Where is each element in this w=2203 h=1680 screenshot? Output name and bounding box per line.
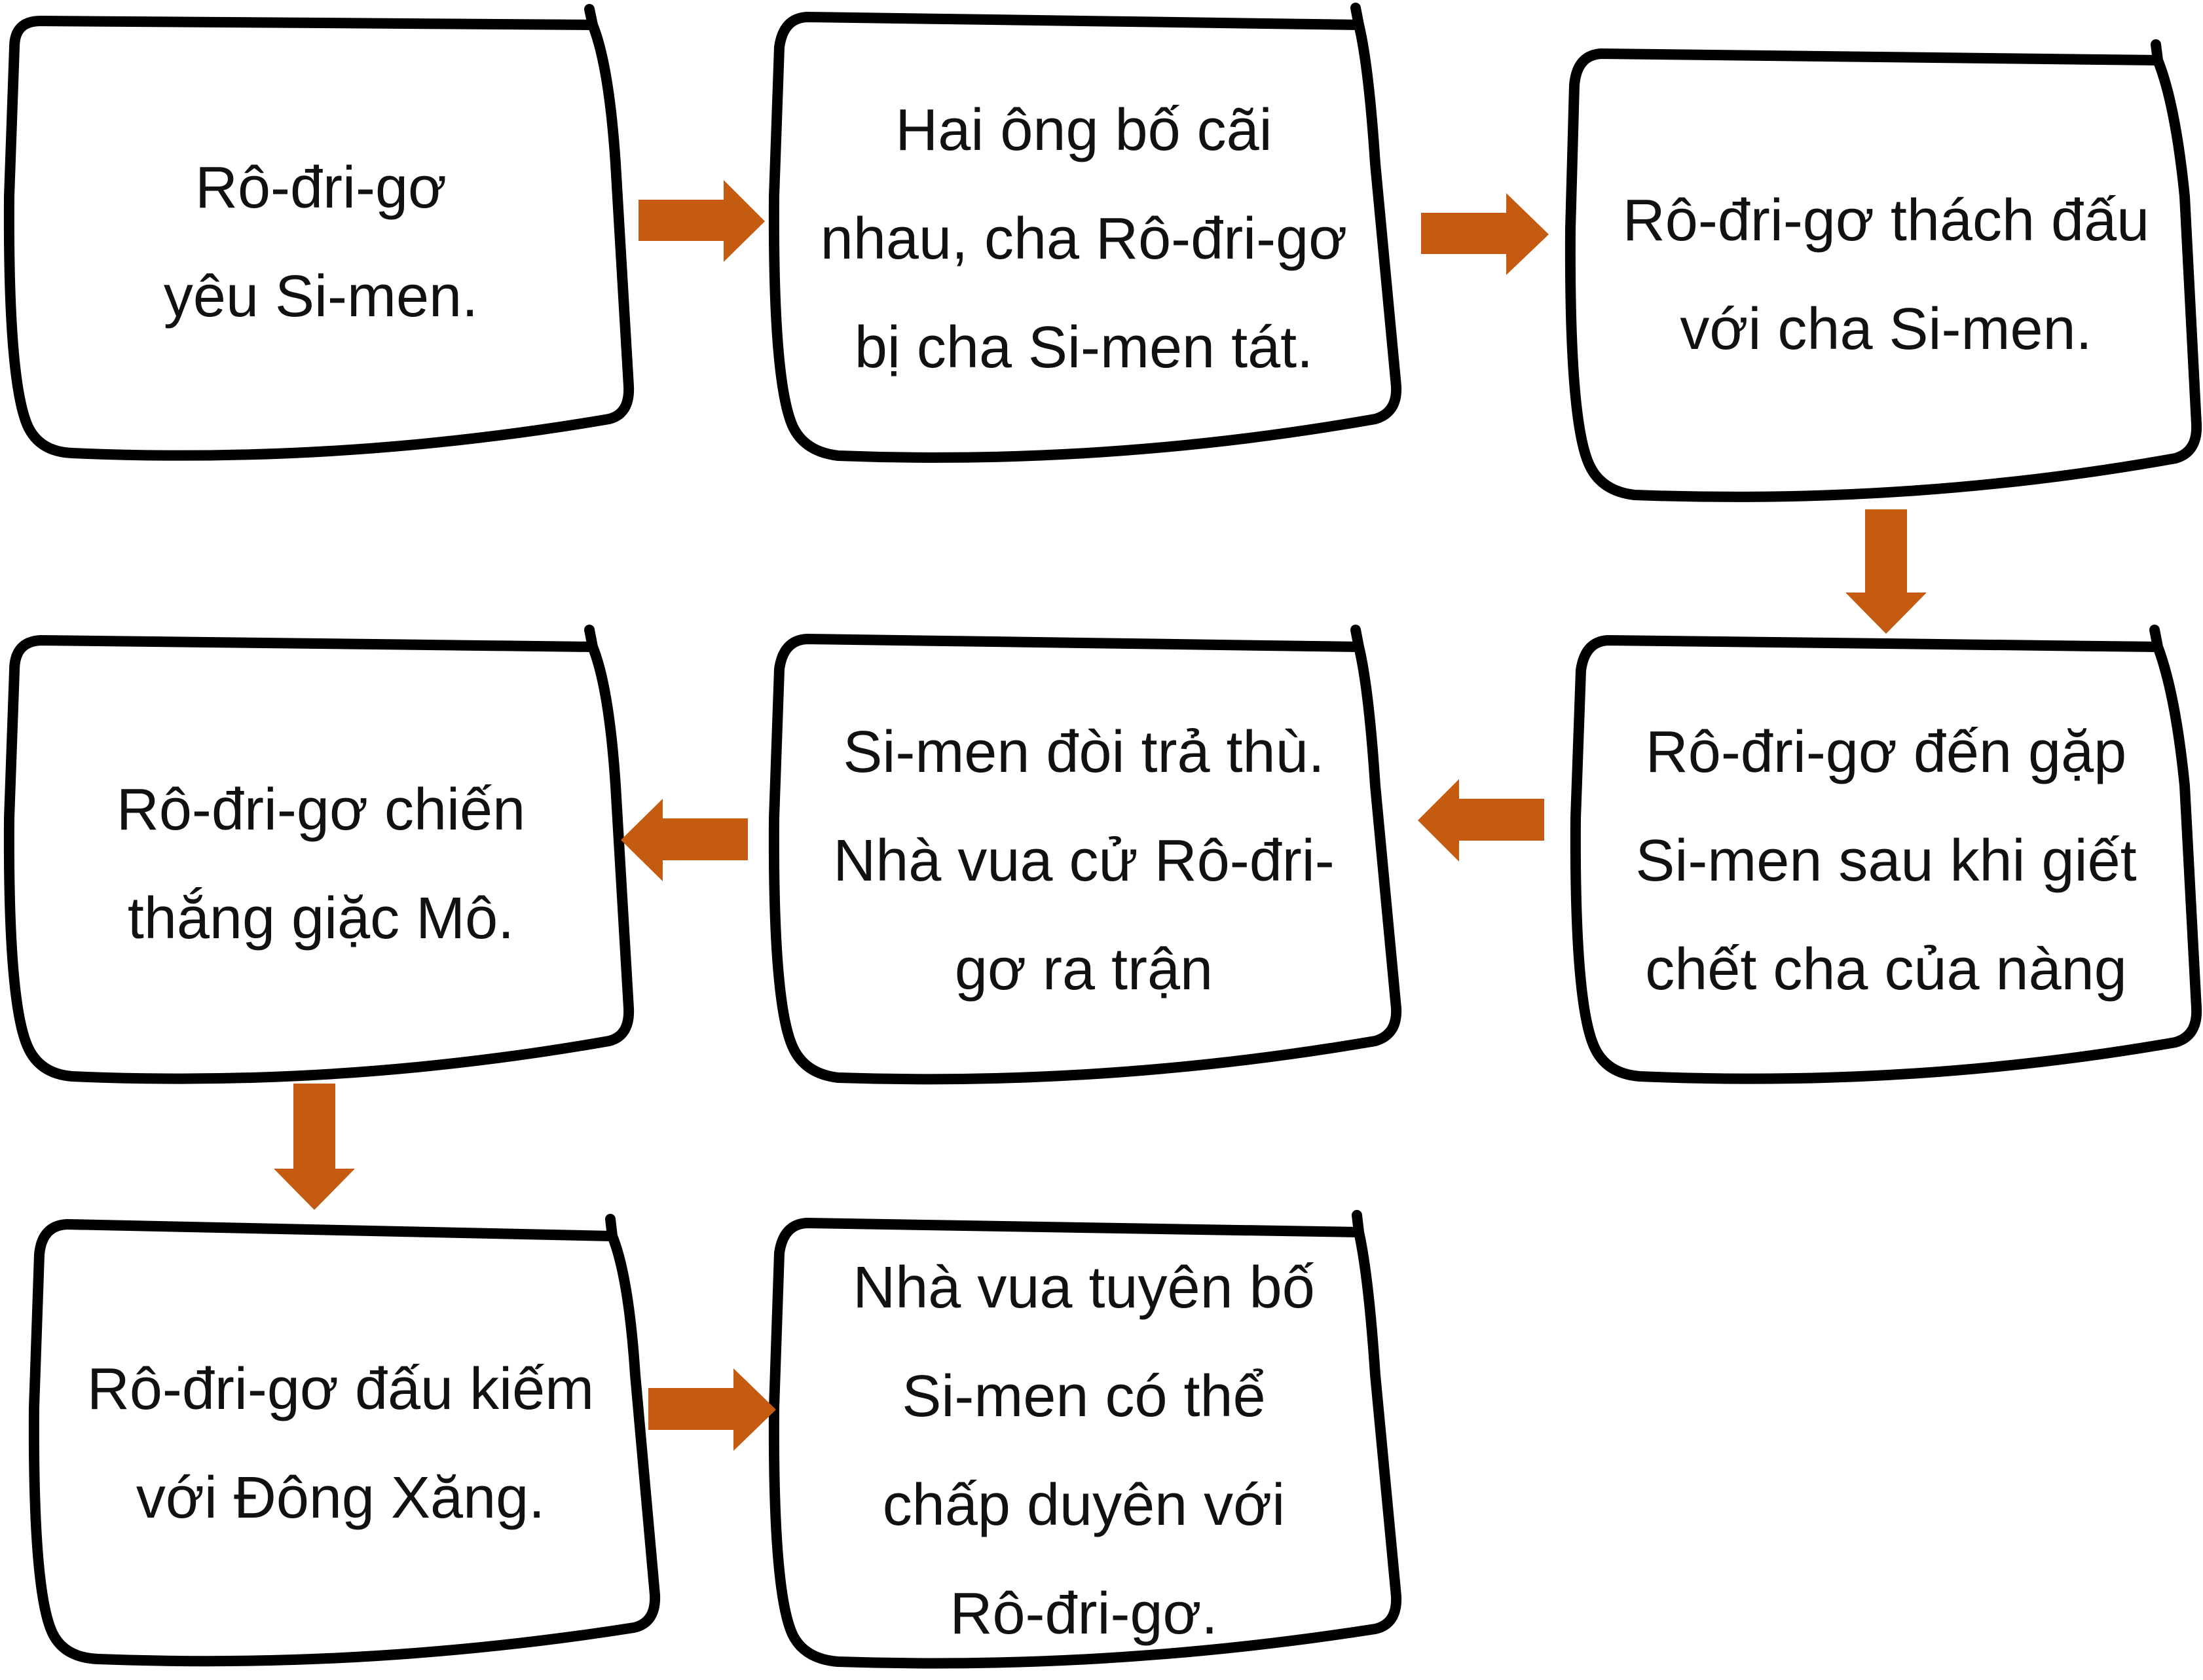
arrow-7-8 — [648, 1368, 776, 1451]
box-6-frame — [3, 625, 635, 1084]
box-4-line-3: chết cha của nàng — [1645, 937, 2127, 1002]
box-6-line-2: thắng giặc Mô. — [127, 886, 515, 951]
box-7-line-1: Rô-đri-gơ đấu kiếm — [86, 1357, 595, 1422]
box-8-line-4: Rô-đri-gơ. — [950, 1581, 1218, 1647]
box-6-line-1: Rô-đri-gơ chiến — [116, 777, 526, 843]
box-2-text: Hai ông bố cãi nhau, cha Rô-đri-gơ bị ch… — [796, 46, 1372, 432]
box-6-text: Rô-đri-gơ chiến thắng giặc Mô. — [33, 681, 609, 1048]
box-8-line-1: Nhà vua tuyên bố — [853, 1255, 1315, 1321]
box-2-line-3: bị cha Si-men tát. — [854, 315, 1314, 380]
box-4-text: Rô-đri-gơ đến gặp Si-men sau khi giết ch… — [1591, 668, 2181, 1054]
box-8-text: Nhà vua tuyên bố Si-men có thể chấp duyê… — [796, 1233, 1372, 1668]
box-5-line-1: Si-men đòi trả thù. — [843, 720, 1325, 785]
box-5-line-3: gơ ra trận — [954, 937, 1213, 1002]
box-2-line-1: Hai ông bố cãi — [895, 98, 1272, 163]
arrow-2-3 — [1421, 193, 1549, 275]
arrow-3-4 — [1845, 509, 1927, 634]
box-7-line-2: với Đông Xăng. — [136, 1465, 546, 1531]
box-3-line-2: với cha Si-men. — [1680, 297, 2092, 362]
box-1-text: Rô-đri-gơ yêu Si-men. — [39, 59, 602, 426]
box-2-line-2: nhau, cha Rô-đri-gơ — [820, 206, 1348, 272]
arrow-5-6 — [621, 799, 748, 881]
box-5-text: Si-men đòi trả thù. Nhà vua cử Rô-đri- g… — [796, 668, 1372, 1054]
box-3-text: Rô-đri-gơ thách đấu với cha Si-men. — [1591, 92, 2181, 458]
arrow-4-5 — [1418, 779, 1544, 862]
box-8-frame — [768, 1210, 1402, 1669]
box-1-line-1: Rô-đri-gơ — [194, 155, 447, 221]
box-7-text: Rô-đri-gơ đấu kiếm với Đông Xăng. — [52, 1260, 629, 1627]
arrow-6-7 — [274, 1084, 355, 1210]
box-3-line-1: Rô-đri-gơ thách đấu — [1622, 188, 2150, 253]
box-8-line-3: chấp duyên với — [882, 1472, 1286, 1538]
box-8-line-2: Si-men có thể — [902, 1364, 1266, 1429]
box-1-line-2: yêu Si-men. — [163, 264, 479, 329]
box-4-line-2: Si-men sau khi giết — [1635, 828, 2137, 894]
box-4-line-1: Rô-đri-gơ đến gặp — [1645, 720, 2127, 785]
arrow-1-2 — [639, 180, 765, 262]
box-5-frame — [768, 625, 1402, 1085]
box-3-frame — [1564, 39, 2202, 502]
box-4-frame — [1570, 625, 2202, 1084]
box-1-frame — [3, 4, 635, 461]
box-2-frame — [768, 3, 1402, 463]
box-5-line-2: Nhà vua cử Rô-đri- — [833, 828, 1335, 894]
box-7-frame — [28, 1214, 661, 1667]
